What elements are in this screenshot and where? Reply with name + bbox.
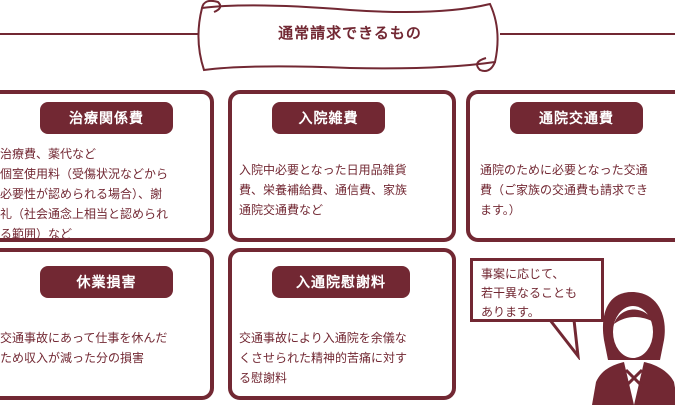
card-text: 交通事故により入通院を余儀な	[239, 331, 407, 345]
bubble-text: 若干異なることも	[481, 286, 578, 300]
page-title: 通常請求できるもの	[278, 24, 422, 42]
card-text: 費、栄養補給費、通信費、家族	[239, 183, 408, 197]
card-treatment: 治療関係費 治療費、薬代など 個室使用料（受傷状況などから 必要性が認められる場…	[0, 90, 214, 242]
card-text: 費（ご家族の交通費も請求でき	[480, 183, 649, 197]
card-text: る慰謝料	[239, 371, 288, 385]
card-text: 通院交通費など	[239, 203, 324, 217]
card-transport: 通院交通費 通院のために必要となった交通 費（ご家族の交通費も請求でき ます。）	[466, 90, 675, 242]
card-title: 入通院慰謝料	[272, 266, 410, 298]
card-lost-income: 休業損害 交通事故にあって仕事を休んだ ため収入が減った分の損害	[0, 248, 214, 400]
card-title: 入院雑費	[272, 102, 385, 134]
card-consolation: 入通院慰謝料 交通事故により入通院を余儀な くさせられた精神的苦痛に対す る慰謝…	[228, 248, 456, 400]
speech-tail-icon	[548, 319, 580, 360]
card-text: ため収入が減った分の損害	[0, 351, 145, 365]
card-hospital-misc: 入院雑費 入院中必要となった日用品雑貨 費、栄養補給費、通信費、家族 通院交通費…	[228, 90, 456, 242]
person-avatar-icon	[592, 292, 675, 405]
card-text: 個室使用料（受傷状況などから	[0, 167, 169, 181]
scroll-banner-icon	[197, 0, 499, 72]
card-title: 治療関係費	[40, 102, 173, 134]
card-text: 治療費、薬代など	[0, 147, 97, 161]
card-text: くさせられた精神的苦痛に対す	[239, 351, 408, 365]
card-title: 通院交通費	[510, 102, 643, 134]
card-text: 入院中必要となった日用品雑貨	[239, 163, 407, 177]
card-title: 休業損害	[40, 266, 173, 298]
divider-right	[500, 33, 675, 35]
card-text: ます。）	[480, 203, 521, 217]
bubble-text: 事案に応じて、	[481, 267, 565, 281]
card-text: 通院のために必要となった交通	[480, 163, 648, 177]
card-text: 礼（社会通念上相当と認められ	[0, 207, 169, 221]
divider-left	[0, 33, 200, 35]
card-text: る範囲）など	[0, 227, 73, 241]
speech-bubble: 事案に応じて、 若干異なることも あります。	[470, 258, 604, 322]
card-text: 交通事故にあって仕事を休んだ	[0, 331, 168, 345]
card-text: 必要性が認められる場合）、謝	[0, 187, 163, 201]
bubble-text: あります。	[481, 305, 540, 319]
